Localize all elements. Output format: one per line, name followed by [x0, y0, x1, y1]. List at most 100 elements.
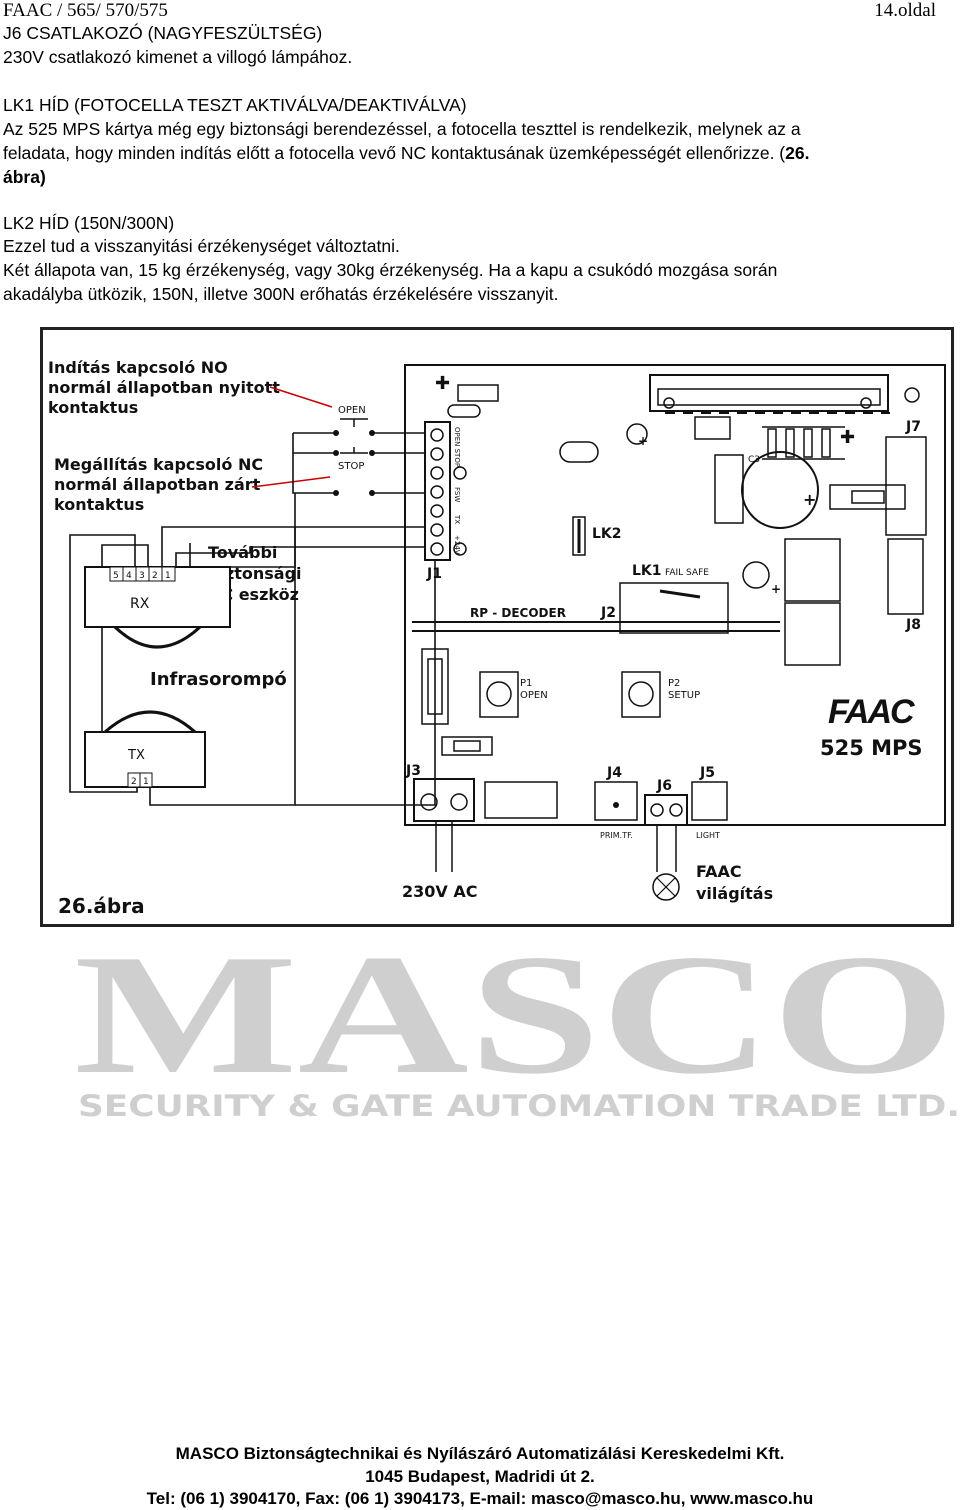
- top-connector-inner: [657, 388, 881, 406]
- top-relay: [457, 384, 499, 402]
- open-switch-label-3: kontaktus: [48, 398, 138, 417]
- footer-contact: Tel: (06 1) 3904170, Fax: (06 1) 3904173…: [146, 1489, 814, 1508]
- p2-button-frame: [621, 671, 661, 718]
- j1-terminal-tx: TX: [453, 514, 461, 524]
- figure-caption: 26.ábra: [58, 894, 145, 918]
- masco-watermark: MASCO SECURITY & GATE AUTOMATION TRADE L…: [74, 920, 960, 1123]
- main-fuse-holder: [421, 648, 449, 725]
- j1-screws: [430, 428, 444, 556]
- j3-screw-2: [450, 793, 468, 811]
- lk1-jumper: [659, 589, 701, 599]
- lk2-line2: Két állapota van, 15 kg érzékenység, vag…: [3, 260, 778, 280]
- j1-terminal-24v: +24V: [453, 535, 461, 555]
- rx-pin-4: 4: [126, 571, 132, 581]
- lower-component: [484, 781, 558, 819]
- j3-screw-1: [420, 793, 438, 811]
- lk2-jumper: [572, 516, 586, 556]
- stop-label-pointer: [251, 476, 331, 488]
- footer-address: 1045 Budapest, Madridi út 2.: [365, 1467, 595, 1486]
- ac-label: 230V AC: [402, 882, 477, 901]
- rx-pin-5: 5: [113, 571, 119, 581]
- top-connector-hole-right: [860, 397, 872, 409]
- p1-label: P1: [520, 678, 532, 689]
- j6-screw-2: [669, 803, 683, 817]
- j6-label: J6: [656, 778, 672, 794]
- lk1-figure-ref: 26.: [785, 143, 810, 163]
- page-header-left: FAAC / 565/ 570/575: [3, 0, 168, 21]
- model-label: 525 MPS: [820, 736, 923, 760]
- fuse-top: [851, 490, 885, 504]
- top-connector: [649, 374, 889, 412]
- prim-tf-label: PRIM.TF.: [600, 831, 633, 840]
- p2-button: [628, 681, 654, 707]
- wiring-diagram-figure: Indítás kapcsoló NO normál állapotban ny…: [40, 327, 954, 927]
- lk1-line2: feladata, hogy minden indítás előtt a fo…: [3, 143, 809, 164]
- j6-title: J6 CSATLAKOZÓ (NAGYFESZÜLTSÉG): [3, 23, 323, 43]
- watermark-masco: MASCO: [78, 930, 956, 1110]
- lk1-block: [619, 582, 729, 634]
- j7-connector: [885, 436, 927, 536]
- rx-lens: [113, 625, 202, 649]
- capacitor-small-plus: +: [638, 434, 648, 448]
- j4-pin: [613, 802, 619, 808]
- crystal-oscillator: [559, 441, 599, 463]
- lk1-line3: ábra): [3, 167, 46, 187]
- open-switch-label-2: normál állapotban nyitott: [48, 378, 280, 397]
- lower-fuse-holder: [441, 736, 493, 756]
- open-label-pointer: [269, 386, 333, 408]
- other-device-label-2: biztonsági: [208, 564, 302, 583]
- plus-terminal-icon: ✚: [435, 373, 450, 394]
- c3-label: C3: [748, 455, 760, 465]
- p2-label: P2: [668, 678, 680, 689]
- lk1-title: LK1 HÍD (FOTOCELLA TESZT AKTIVÁLVA/DEAKT…: [3, 95, 467, 115]
- rx-pin-2: 2: [152, 571, 158, 581]
- watermark-tagline: SECURITY & GATE AUTOMATION TRADE LTD.: [78, 1089, 960, 1120]
- mount-hole-top-right: [904, 387, 920, 403]
- p1-button-frame: [479, 671, 519, 718]
- relay-1: [784, 538, 841, 602]
- rp-decoder-label: RP - DECODER: [470, 606, 566, 620]
- j3-label: J3: [405, 763, 421, 779]
- capacitor-small: [626, 423, 648, 445]
- c3-plus: +: [803, 490, 816, 509]
- stop-switch-label-3: kontaktus: [54, 495, 144, 514]
- top-connector-hole-left: [663, 397, 675, 409]
- lk1-line2-text: feladata, hogy minden indítás előtt a fo…: [3, 143, 786, 163]
- faac-logo: FAAC: [828, 693, 915, 731]
- j4-connector: [594, 781, 638, 821]
- tx-lens: [104, 710, 196, 734]
- p1-open-label: OPEN: [520, 690, 548, 701]
- lamp-cross-2: [656, 877, 676, 897]
- j4-label: J4: [606, 765, 622, 781]
- open-switch-text: OPEN: [338, 405, 366, 416]
- wiring-diagram-svg: Indítás kapcsoló NO normál állapotban ny…: [40, 327, 954, 927]
- j1-led: [453, 466, 467, 480]
- tx-terminal-1: [139, 772, 153, 788]
- fail-safe-label: FAIL SAFE: [665, 568, 709, 578]
- lamp-label-2: világítás: [696, 884, 773, 903]
- tx-pin-2: 2: [131, 777, 137, 787]
- lk1-line1: Az 525 MPS kártya még egy biztonsági ber…: [3, 119, 801, 139]
- lk1-label: LK1: [632, 563, 662, 579]
- light-label: LIGHT: [696, 831, 720, 840]
- c3-capacitor: [741, 451, 819, 529]
- j2-label: J2: [600, 605, 616, 621]
- fuse-holder-top: [829, 484, 906, 510]
- j7-label: J7: [905, 419, 921, 435]
- rx-terminals: [109, 566, 176, 582]
- main-fuse: [427, 658, 443, 715]
- rx-pin-3: 3: [139, 571, 145, 581]
- masco-watermark-svg: MASCO SECURITY & GATE AUTOMATION TRADE L…: [74, 920, 960, 1123]
- j8-label: J8: [905, 617, 921, 633]
- stop-switch-text: STOP: [338, 461, 364, 472]
- j1-terminal-fsw: FSW: [453, 487, 461, 502]
- p1-button: [486, 681, 512, 707]
- j8-connector: [887, 538, 924, 615]
- lk2-title: LK2 HÍD (150N/300N): [3, 213, 175, 233]
- page-number: 14.oldal: [874, 0, 936, 21]
- j1-terminal-text: OPEN STOP: [453, 427, 461, 467]
- lk2-label: LK2: [592, 526, 622, 542]
- relay-2: [784, 602, 841, 666]
- infrasorompo-label: Infrasorompó: [150, 669, 287, 690]
- j5-connector: [691, 781, 728, 821]
